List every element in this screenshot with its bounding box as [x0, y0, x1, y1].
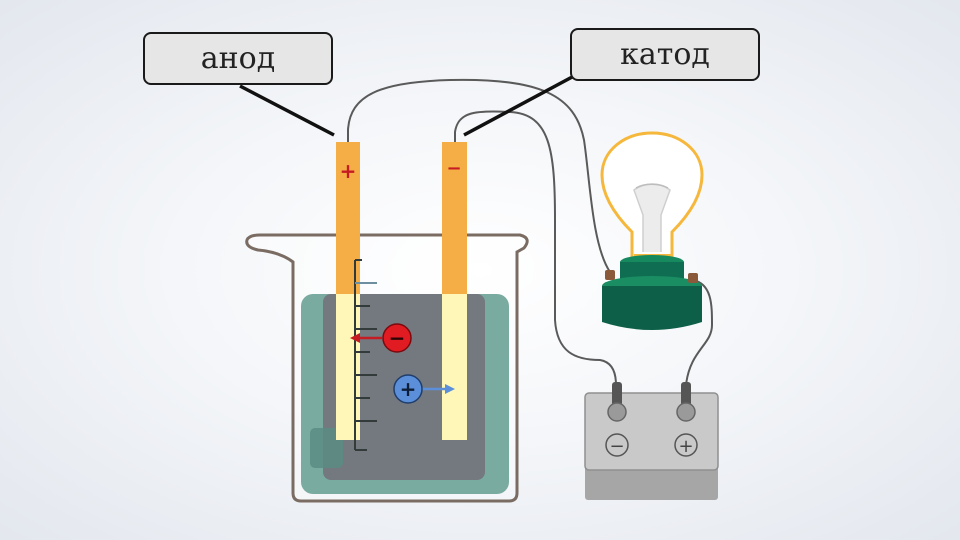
battery-terminal-negative: [607, 402, 627, 422]
wire-cathode-to-battery: [454, 110, 617, 386]
battery: − +: [584, 382, 719, 500]
battery-terminal-positive: [676, 402, 696, 422]
anion: −: [350, 323, 412, 353]
anion-circle: [382, 323, 412, 353]
cation-sign: +: [400, 377, 417, 401]
cathode-pointer-line: [463, 74, 575, 137]
battery-plus-circle: [674, 433, 698, 457]
anode-pointer-line: [239, 84, 335, 137]
anode-label: анод: [143, 32, 333, 85]
anion-arrow-head: [350, 333, 360, 343]
battery-body: [584, 392, 719, 471]
anode-scale: [354, 259, 377, 451]
light-bulb-icon: [600, 131, 704, 330]
cation: +: [393, 374, 455, 404]
bulb-terminal-left: [605, 270, 615, 280]
wire-anode-to-bulb: [347, 78, 611, 273]
cation-circle: [393, 374, 423, 404]
battery-lead-negative: [612, 382, 622, 406]
cathode-label: катод: [570, 28, 760, 81]
anode-electrode: +: [336, 142, 360, 440]
battery-minus-circle: [605, 433, 629, 457]
battery-bottom: [585, 465, 718, 500]
cathode-electrode: −: [442, 142, 467, 440]
bulb-filament-top: [635, 183, 669, 189]
bulb-terminal-right: [688, 273, 698, 283]
cation-arrow-head: [445, 384, 455, 394]
cathode-upper: [442, 142, 467, 294]
battery-negative-sign: −: [609, 436, 624, 457]
anion-sign: −: [389, 326, 406, 350]
circuit-wires: [347, 78, 714, 386]
battery-positive-sign: +: [678, 436, 693, 457]
reflection-square: [310, 428, 343, 468]
anode-submerged: [336, 294, 360, 440]
anode-label-text: анод: [200, 41, 276, 76]
cathode-submerged: [442, 294, 467, 440]
cathode-sign: −: [446, 158, 461, 179]
anode-sign: +: [340, 159, 357, 183]
bulb-base-lower: [602, 286, 702, 330]
cathode-label-text: катод: [620, 37, 710, 72]
wire-bulb-to-battery: [685, 279, 714, 386]
battery-lead-positive: [681, 382, 691, 406]
beaker: [245, 233, 529, 503]
